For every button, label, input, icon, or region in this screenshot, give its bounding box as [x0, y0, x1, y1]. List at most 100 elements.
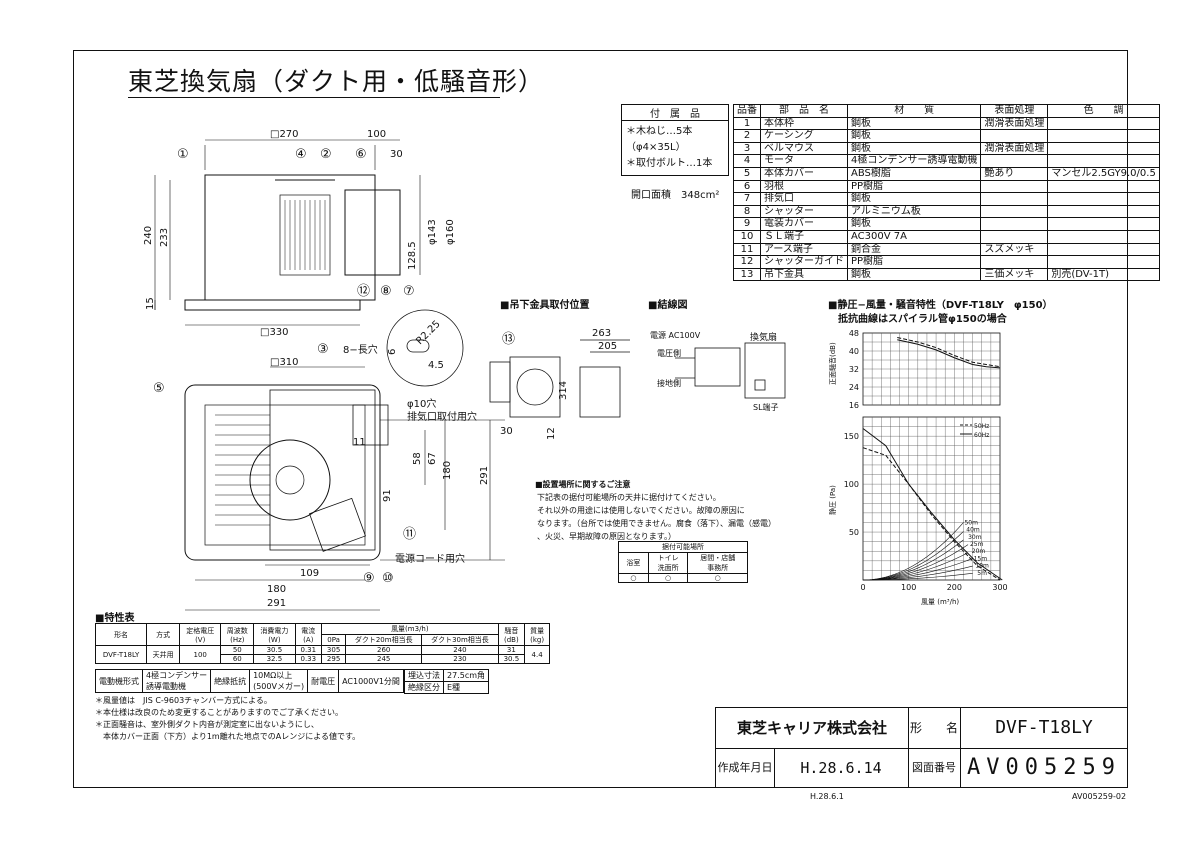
spec-cell: 0.33	[294, 654, 323, 664]
specs-title: ■特性表	[95, 613, 135, 624]
noise-ytick: 16	[849, 401, 859, 410]
parts-cell	[1047, 204, 1160, 219]
motor-cell: AC1000V1分間	[338, 669, 404, 693]
dim-label: □270	[270, 129, 299, 140]
part-marker: ⑨	[363, 571, 375, 586]
parts-cell: 排気口	[760, 192, 848, 206]
spec-method: 天井用	[146, 645, 181, 664]
parts-cell: 本体カバー	[760, 166, 848, 181]
dim-label: 6	[387, 349, 398, 355]
pressure-ytick: 150	[844, 432, 859, 441]
wiring-ground-label: 接地側	[657, 378, 681, 388]
parts-cell: 銅合金	[846, 242, 982, 257]
spec-voltage: 100	[179, 645, 222, 664]
parts-cell: 本体枠	[760, 116, 848, 131]
dim-label: 263	[592, 328, 611, 339]
install-line: それ以外の用途には使用しないでください。故障の原因に	[537, 506, 745, 515]
dim-label: 12	[546, 427, 557, 440]
parts-cell	[980, 192, 1049, 206]
parts-cell: 吊下金具	[760, 267, 848, 282]
parts-cell: PP樹脂	[846, 179, 982, 194]
footnote: ＊本仕様は改良のため変更することがありますのでご了承ください。	[95, 708, 343, 717]
plan-fan-circle	[249, 439, 331, 521]
dim-label: φ10穴	[407, 397, 436, 410]
motor-cell: E種	[442, 681, 490, 694]
parts-cell	[1047, 255, 1160, 269]
parts-cell	[980, 229, 1049, 244]
part-marker: ①	[177, 147, 189, 162]
dim-label: 電源コード用穴	[395, 552, 465, 565]
noise-series-line	[897, 337, 1001, 368]
parts-cell	[1047, 141, 1160, 156]
dim-label: 30	[390, 149, 403, 160]
resistance-label: 15m	[974, 555, 988, 562]
dim-label: 91	[382, 489, 393, 502]
dim-label: 240	[143, 226, 154, 245]
motor-table: 電動機形式 4極コンデンサー 誘導電動機 絶縁抵抗 10MΩ以上 (500Vメガ…	[95, 669, 404, 693]
dim-label: 15	[145, 297, 156, 310]
spec-cell: 0.31	[294, 645, 323, 655]
noise-ytick: 48	[849, 329, 859, 338]
accessories-list: ＊木ねじ…5本 （φ4×35L） ＊取付ボルト…1本	[621, 120, 729, 176]
title-block: 東芝キャリア株式会社 形 名 DVF-T18LY 作成年月日 H.28.6.14…	[715, 707, 1128, 788]
accessories-box: 付 属 品 ＊木ねじ…5本 （φ4×35L） ＊取付ボルト…1本 開口面積 34…	[621, 104, 729, 201]
plan-cover-outline	[184, 384, 381, 561]
spec-head: 質量 (kg)	[524, 623, 550, 646]
footnote: ＊正面騒音は、室外側ダクト内音が測定室に出ないようにし、	[95, 720, 319, 729]
wiring-title: ■結線図	[648, 300, 688, 311]
parts-cell: 8	[733, 204, 761, 219]
motor-cell: 電動機形式	[95, 669, 143, 693]
dim-label: 180	[442, 461, 453, 480]
resistance-curve	[862, 572, 973, 581]
parts-cell: 鋼板	[846, 267, 982, 282]
parts-cell: 12	[733, 255, 761, 269]
drawing-frame	[73, 50, 1128, 788]
parts-cell: 電装カバー	[760, 217, 848, 231]
install-table-wrap: 据付可能場所 浴室 トイレ 洗面所 居間・店舗 事務所 ○ ○ ○	[618, 541, 748, 583]
dim-label: 205	[598, 341, 617, 352]
parts-cell: ＳＬ端子	[760, 229, 848, 244]
spec-sub: ダクト30m相当長	[421, 634, 499, 646]
dim-label: 排気口取付用穴	[407, 410, 477, 423]
company-name: 東芝キャリア株式会社	[716, 708, 909, 749]
pressure-series-line	[862, 447, 1001, 581]
parts-cell	[1047, 179, 1160, 194]
spec-model: DVF-T18LY	[94, 645, 148, 664]
install-val: ○	[687, 573, 748, 583]
footer-date: H.28.6.1	[810, 792, 844, 801]
parts-cell: 鋼板	[846, 129, 982, 143]
part-marker: ⑩	[382, 571, 394, 586]
parts-cell: 鋼板	[846, 217, 982, 231]
install-val: ○	[647, 573, 689, 583]
pressure-series-line	[862, 428, 1003, 581]
mechanical-drawing: □270 100 30 240 233 15 φ143 φ160 128.5 □…	[143, 129, 505, 611]
spec-cell: 230	[421, 654, 499, 664]
noise-ytick: 40	[849, 347, 859, 356]
legend-entry: 50Hz	[974, 423, 989, 430]
parts-cell: 2	[733, 129, 761, 143]
parts-cell: 潤滑表面処理	[980, 116, 1049, 131]
install-line: 、火災、早期故障の原因となります。）	[537, 532, 676, 541]
spec-sub: 0Pa	[321, 634, 347, 646]
parts-cell	[1047, 154, 1160, 168]
noise-ytick: 32	[849, 365, 859, 374]
parts-cell: 鋼板	[846, 192, 982, 206]
parts-cell: 1	[733, 116, 761, 131]
side-duct-collar	[344, 189, 401, 276]
dim-label: 11	[353, 437, 366, 448]
parts-header-cell: 品番	[733, 104, 761, 118]
parts-cell: 艶あり	[980, 166, 1049, 181]
resistance-label: 25m	[970, 541, 984, 548]
spec-head: 定格電圧 (V)	[179, 623, 222, 646]
spec-head: 騒音 (dB)	[497, 623, 526, 646]
wiring-terminal-label: SL端子	[753, 402, 779, 412]
dim-label: 128.5	[407, 241, 418, 270]
